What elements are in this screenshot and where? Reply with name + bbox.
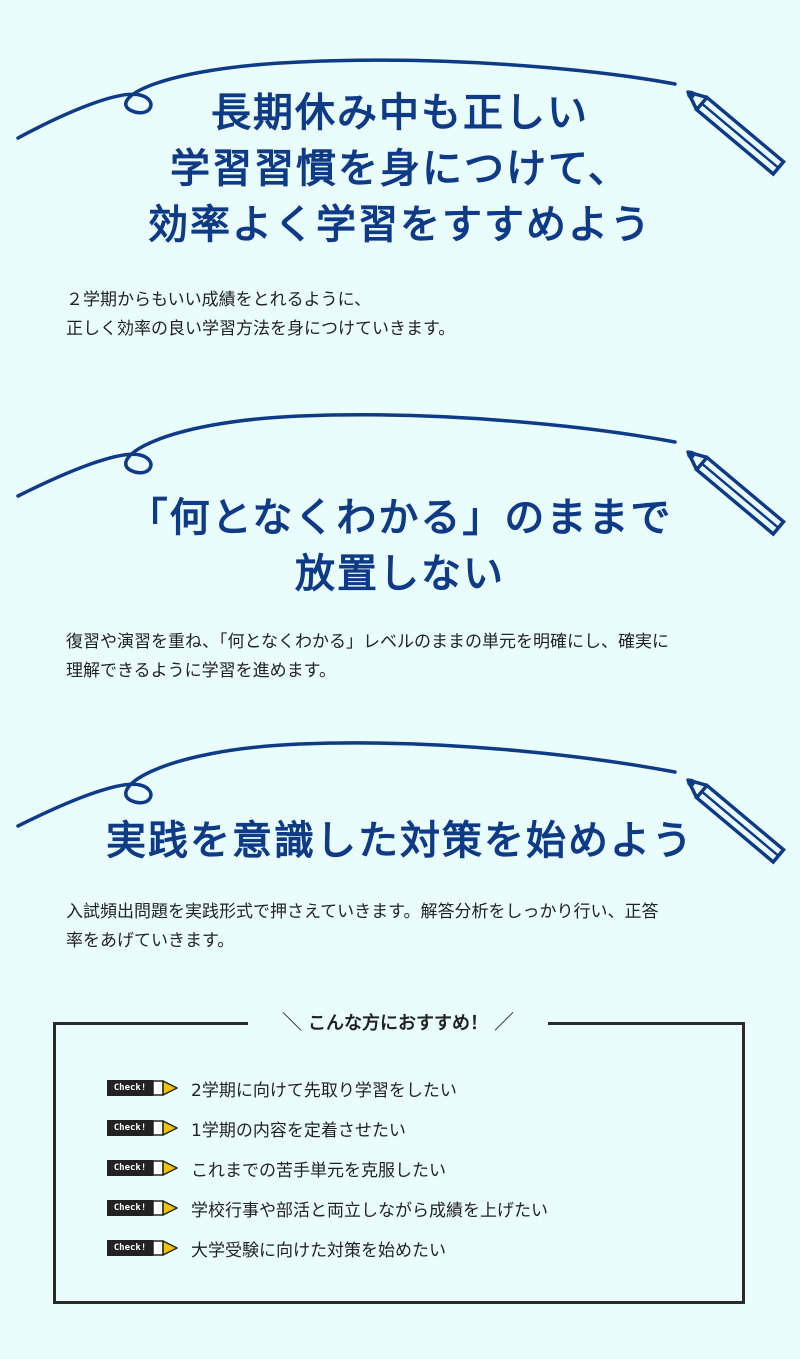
slash-right-icon: ／ [494,1010,514,1034]
slash-left-icon: ＼ [282,1010,302,1034]
section-3-body: 入試頻出問題を実践形式で押さえていきます。解答分析をしっかり行い、正答 率をあげ… [66,902,659,951]
check-tag-label: Check! [107,1200,153,1216]
recommend-title: ＼こんな方におすすめ！／ [248,1004,548,1040]
check-item-label: 大学受験に向けた対策を始めたい [191,1240,446,1261]
list-item: Check! 大学受験に向けた対策を始めたい [107,1228,548,1268]
pencil-check-icon: Check! [107,1160,179,1176]
pencil-check-icon: Check! [107,1080,179,1096]
section-1-headline: 長期休み中も正しい 学習習慣を身につけて、 効率よく学習をすすめよう [148,90,652,248]
check-tag-label: Check! [107,1080,153,1096]
check-tag-label: Check! [107,1240,153,1256]
section-2-headline: 「何となくわかる」のままで 放置しない [127,495,673,597]
list-item: Check! 学校行事や部活と両立しながら成績を上げたい [107,1188,548,1228]
pencil-swirl-icon [16,741,787,865]
pencil-check-icon: Check! [107,1120,179,1136]
check-item-label: これまでの苦手単元を克服したい [191,1160,446,1181]
check-item-label: 2学期に向けて先取り学習をしたい [191,1080,457,1101]
check-item-label: 1学期の内容を定着させたい [191,1120,406,1141]
section-2-body: 復習や演習を重ね、「何となくわかる」レベルのままの単元を明確にし、確実に 理解で… [66,632,669,681]
pencil-check-icon: Check! [107,1240,179,1256]
list-item: Check! 1学期の内容を定着させたい [107,1108,548,1148]
section-1-body: ２学期からもいい成績をとれるように、 正しく効率の良い学習方法を身につけていきま… [66,290,456,339]
list-item: Check! これまでの苦手単元を克服したい [107,1148,548,1188]
section-3: 実践を意識した対策を始めよう 入試頻出問題を実践形式で押さえていきます。解答分析… [0,700,800,980]
check-tag-label: Check! [107,1160,153,1176]
recommend-list: Check! 2学期に向けて先取り学習をしたい Check! 1学期の内容を定着… [107,1068,548,1268]
pencil-swirl-icon [16,58,787,177]
list-item: Check! 2学期に向けて先取り学習をしたい [107,1068,548,1108]
pencil-check-icon: Check! [107,1200,179,1216]
check-tag-label: Check! [107,1120,153,1136]
section-1: 長期休み中も正しい 学習習慣を身につけて、 効率よく学習をすすめよう ２学期から… [0,0,800,360]
section-3-headline: 実践を意識した対策を始めよう [106,818,694,864]
pencil-swirl-icon [16,413,787,537]
check-item-label: 学校行事や部活と両立しながら成績を上げたい [191,1200,548,1221]
section-2: 「何となくわかる」のままで 放置しない 復習や演習を重ね、「何となくわかる」レベ… [0,360,800,700]
